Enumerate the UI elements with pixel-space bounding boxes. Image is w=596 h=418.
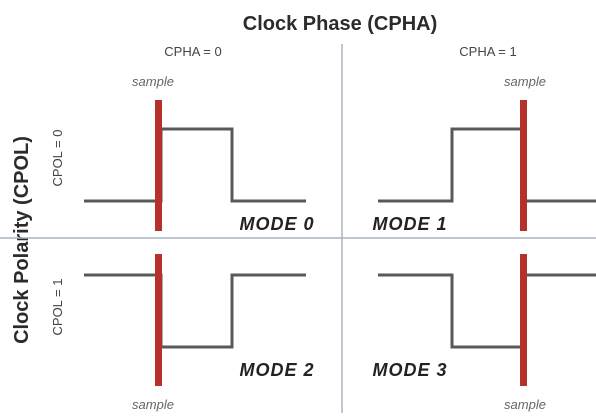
mode-3-panel: sample MODE 3 <box>372 254 596 412</box>
mode-2-panel: sample MODE 2 <box>84 254 314 412</box>
mode-1-sample-label: sample <box>504 74 546 89</box>
mode-0-panel: sample MODE 0 <box>84 74 314 234</box>
mode-3-sample-marker <box>520 254 527 386</box>
mode-1-clock-waveform <box>378 127 596 203</box>
row-label-cpol-0: CPOL = 0 <box>50 130 65 187</box>
mode-2-sample-marker <box>155 254 162 386</box>
mode-1-panel: sample MODE 1 <box>372 74 596 234</box>
clock-phase-title: Clock Phase (CPHA) <box>243 13 438 35</box>
mode-2-sample-label: sample <box>132 397 174 412</box>
mode-2-label: MODE 2 <box>239 360 314 380</box>
mode-0-sample-label: sample <box>132 74 174 89</box>
clock-polarity-title: Clock Polarity (CPOL) <box>11 136 33 344</box>
mode-3-clock-waveform <box>378 273 596 349</box>
mode-0-clock-waveform <box>84 127 306 203</box>
mode-3-sample-label: sample <box>504 397 546 412</box>
mode-1-label: MODE 1 <box>372 214 447 234</box>
column-label-cpha-1: CPHA = 1 <box>459 44 516 59</box>
mode-3-label: MODE 3 <box>372 360 447 380</box>
mode-0-sample-marker <box>155 100 162 231</box>
mode-2-clock-waveform <box>84 273 306 349</box>
mode-1-sample-marker <box>520 100 527 231</box>
row-label-cpol-1: CPOL = 1 <box>50 279 65 336</box>
mode-0-label: MODE 0 <box>239 214 314 234</box>
column-label-cpha-0: CPHA = 0 <box>164 44 221 59</box>
